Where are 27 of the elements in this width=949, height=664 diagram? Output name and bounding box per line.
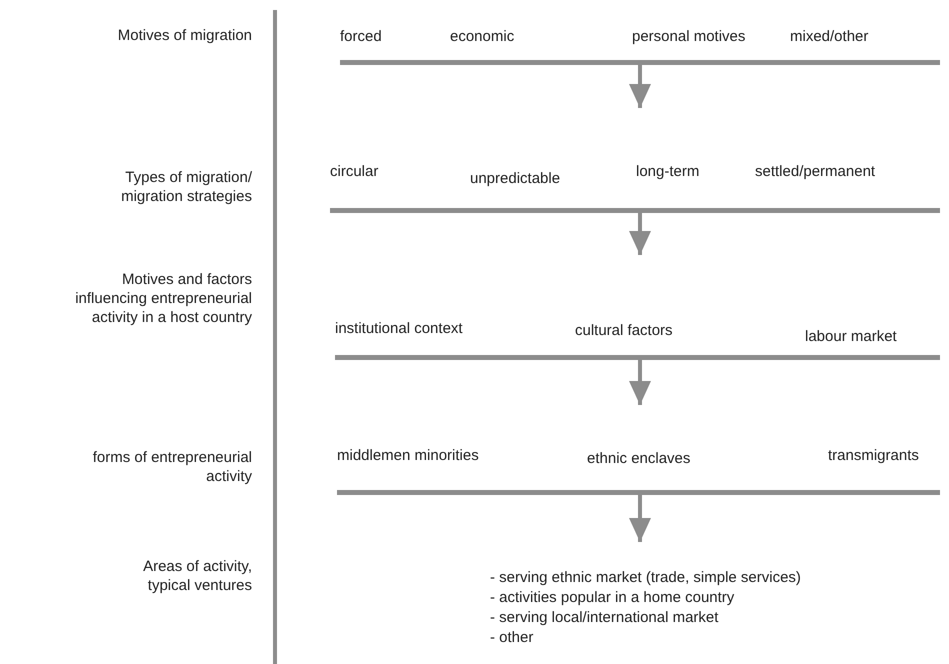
list-item: - other xyxy=(490,628,534,648)
category-label: forced xyxy=(340,28,382,46)
arrow xyxy=(629,495,651,542)
category-label: personal motives xyxy=(632,28,746,46)
row-heading: forms of entrepreneurial activity xyxy=(92,448,252,486)
arrow xyxy=(629,213,651,255)
row-heading: Motives and factors influencing entrepreneurial activity in a host country xyxy=(74,270,252,327)
category-label: unpredictable xyxy=(470,170,560,188)
category-label: cultural factors xyxy=(575,322,673,340)
list-item: - serving local/international market xyxy=(490,608,720,628)
arrow xyxy=(629,360,651,405)
row-heading: Areas of activity, typical ventures xyxy=(142,557,252,595)
category-label: labour market xyxy=(805,328,897,346)
category-label: settled/permanent xyxy=(755,163,876,181)
category-label: circular xyxy=(330,163,378,181)
list-item: - activities popular in a home country xyxy=(490,588,736,608)
category-label: mixed/other xyxy=(790,28,868,46)
category-label: transmigrants xyxy=(828,447,919,465)
category-label: economic xyxy=(450,28,514,46)
row-heading: Motives of migration xyxy=(116,26,252,45)
category-label: institutional context xyxy=(335,320,463,338)
arrow xyxy=(629,65,651,108)
row-heading: Types of migration/ migration strategies xyxy=(120,168,252,206)
category-label: middlemen minorities xyxy=(337,447,479,465)
list-item: - serving ethnic market (trade, simple services) xyxy=(490,568,802,588)
category-label: long-term xyxy=(636,163,700,181)
category-label: ethnic enclaves xyxy=(587,450,690,468)
